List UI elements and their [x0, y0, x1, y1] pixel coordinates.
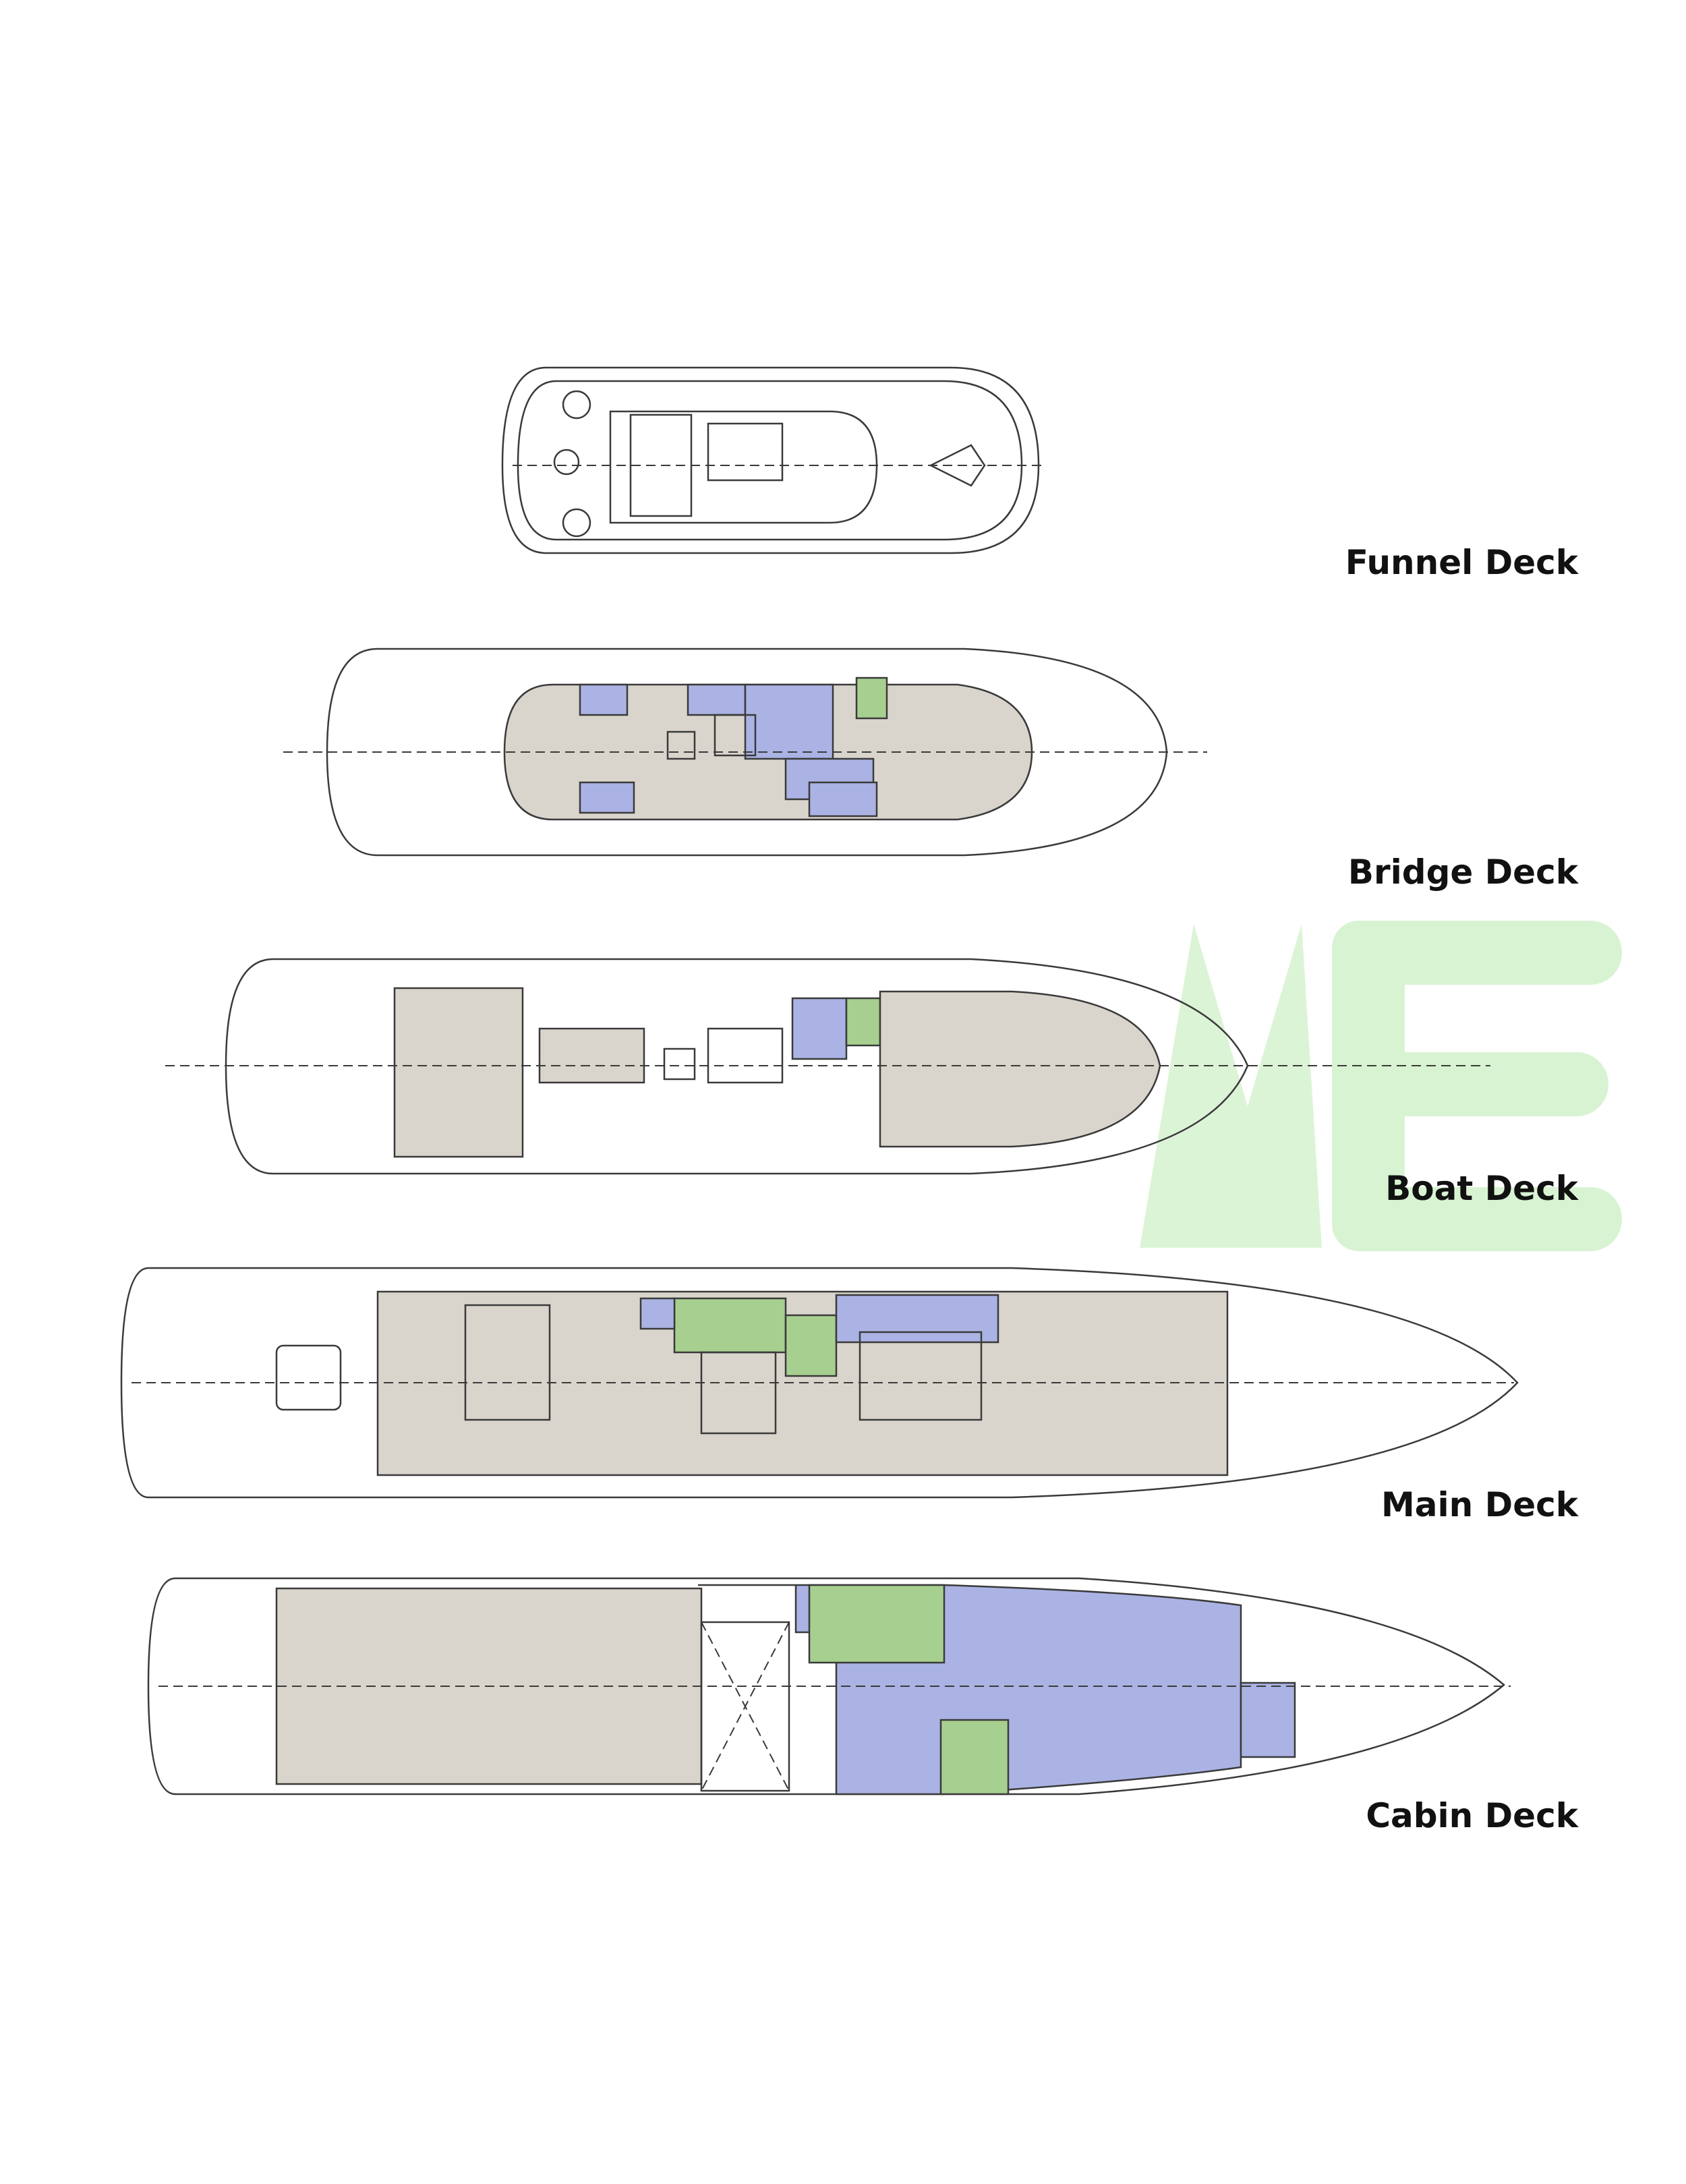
deck-label-bridge: Bridge Deck — [1347, 853, 1578, 892]
deck-label-main: Main Deck — [1381, 1485, 1578, 1524]
deck-label-funnel: Funnel Deck — [1345, 543, 1578, 582]
funnel-deck-plan — [501, 366, 1042, 554]
boat-deck-plan — [165, 958, 1490, 1175]
deck-label-boat: Boat Deck — [1385, 1169, 1578, 1208]
bridge-deck-plan — [283, 648, 1207, 857]
watermark-logo — [1140, 921, 1622, 1251]
deck-label-cabin: Cabin Deck — [1366, 1796, 1578, 1835]
main-deck-plan — [120, 1267, 1519, 1499]
cabin-deck-plan — [147, 1577, 1511, 1795]
